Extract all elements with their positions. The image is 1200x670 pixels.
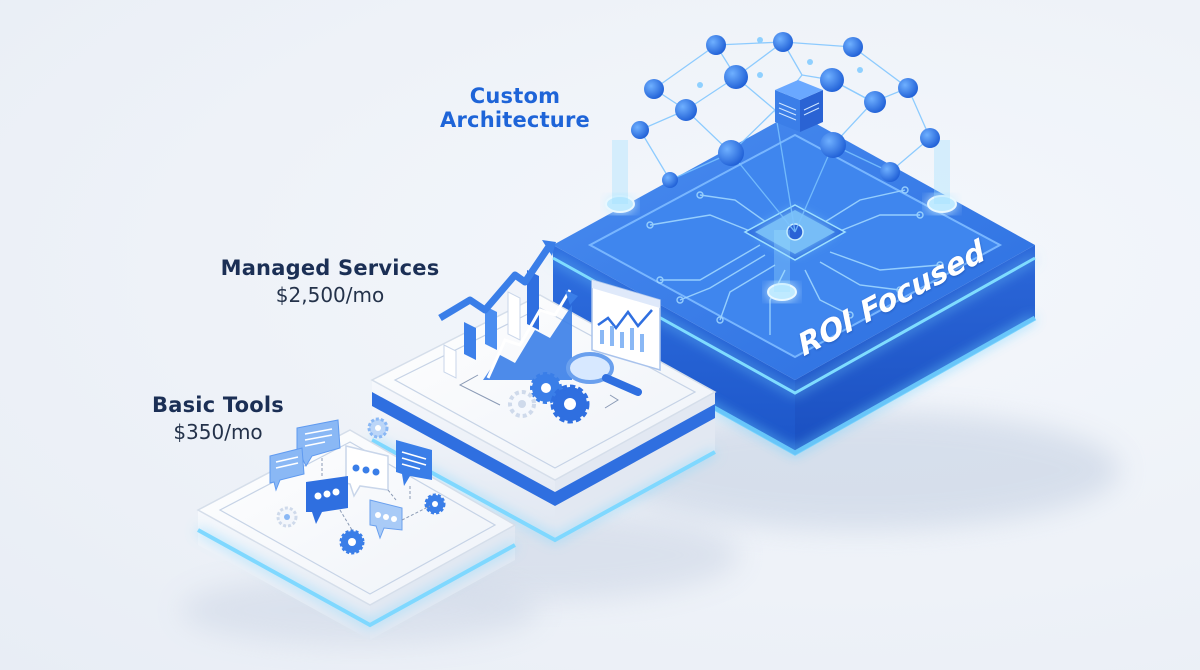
circuit-board-icon <box>646 186 944 335</box>
bar-chart-icon <box>443 270 539 379</box>
cpu-chip-icon <box>743 204 847 261</box>
tier-price-basic: $350/mo <box>173 420 263 445</box>
platform-managed-services <box>370 240 717 543</box>
tier-title-managed: Managed Services <box>220 256 440 280</box>
trend-arrow-icon <box>438 240 578 380</box>
chat-bubble-icons <box>269 419 432 540</box>
network-node-icons <box>631 32 940 188</box>
server-cube-icon <box>775 80 823 132</box>
glow-pad-icons <box>605 140 957 301</box>
tier-label-custom-architecture: Custom Architecture <box>405 84 625 132</box>
tier-label-managed-services: Managed Services $2,500/mo <box>190 256 470 307</box>
database-icon <box>724 65 748 89</box>
connector-lines-basic <box>321 458 431 531</box>
tier-price-managed: $2,500/mo <box>275 283 385 308</box>
tier-label-basic-tools: Basic Tools $350/mo <box>118 393 318 444</box>
tier-title-custom-line2: Architecture <box>440 108 590 133</box>
tier-title-custom-line1: Custom <box>469 84 561 108</box>
gear-icons-basic <box>276 417 446 555</box>
connector-lines <box>458 374 619 409</box>
platform-basic-tools <box>196 417 517 640</box>
gear-icons <box>508 372 590 424</box>
tier-title-basic: Basic Tools <box>152 393 284 417</box>
magnifier-icon <box>566 352 642 396</box>
dashboard-window-icon <box>591 278 661 372</box>
